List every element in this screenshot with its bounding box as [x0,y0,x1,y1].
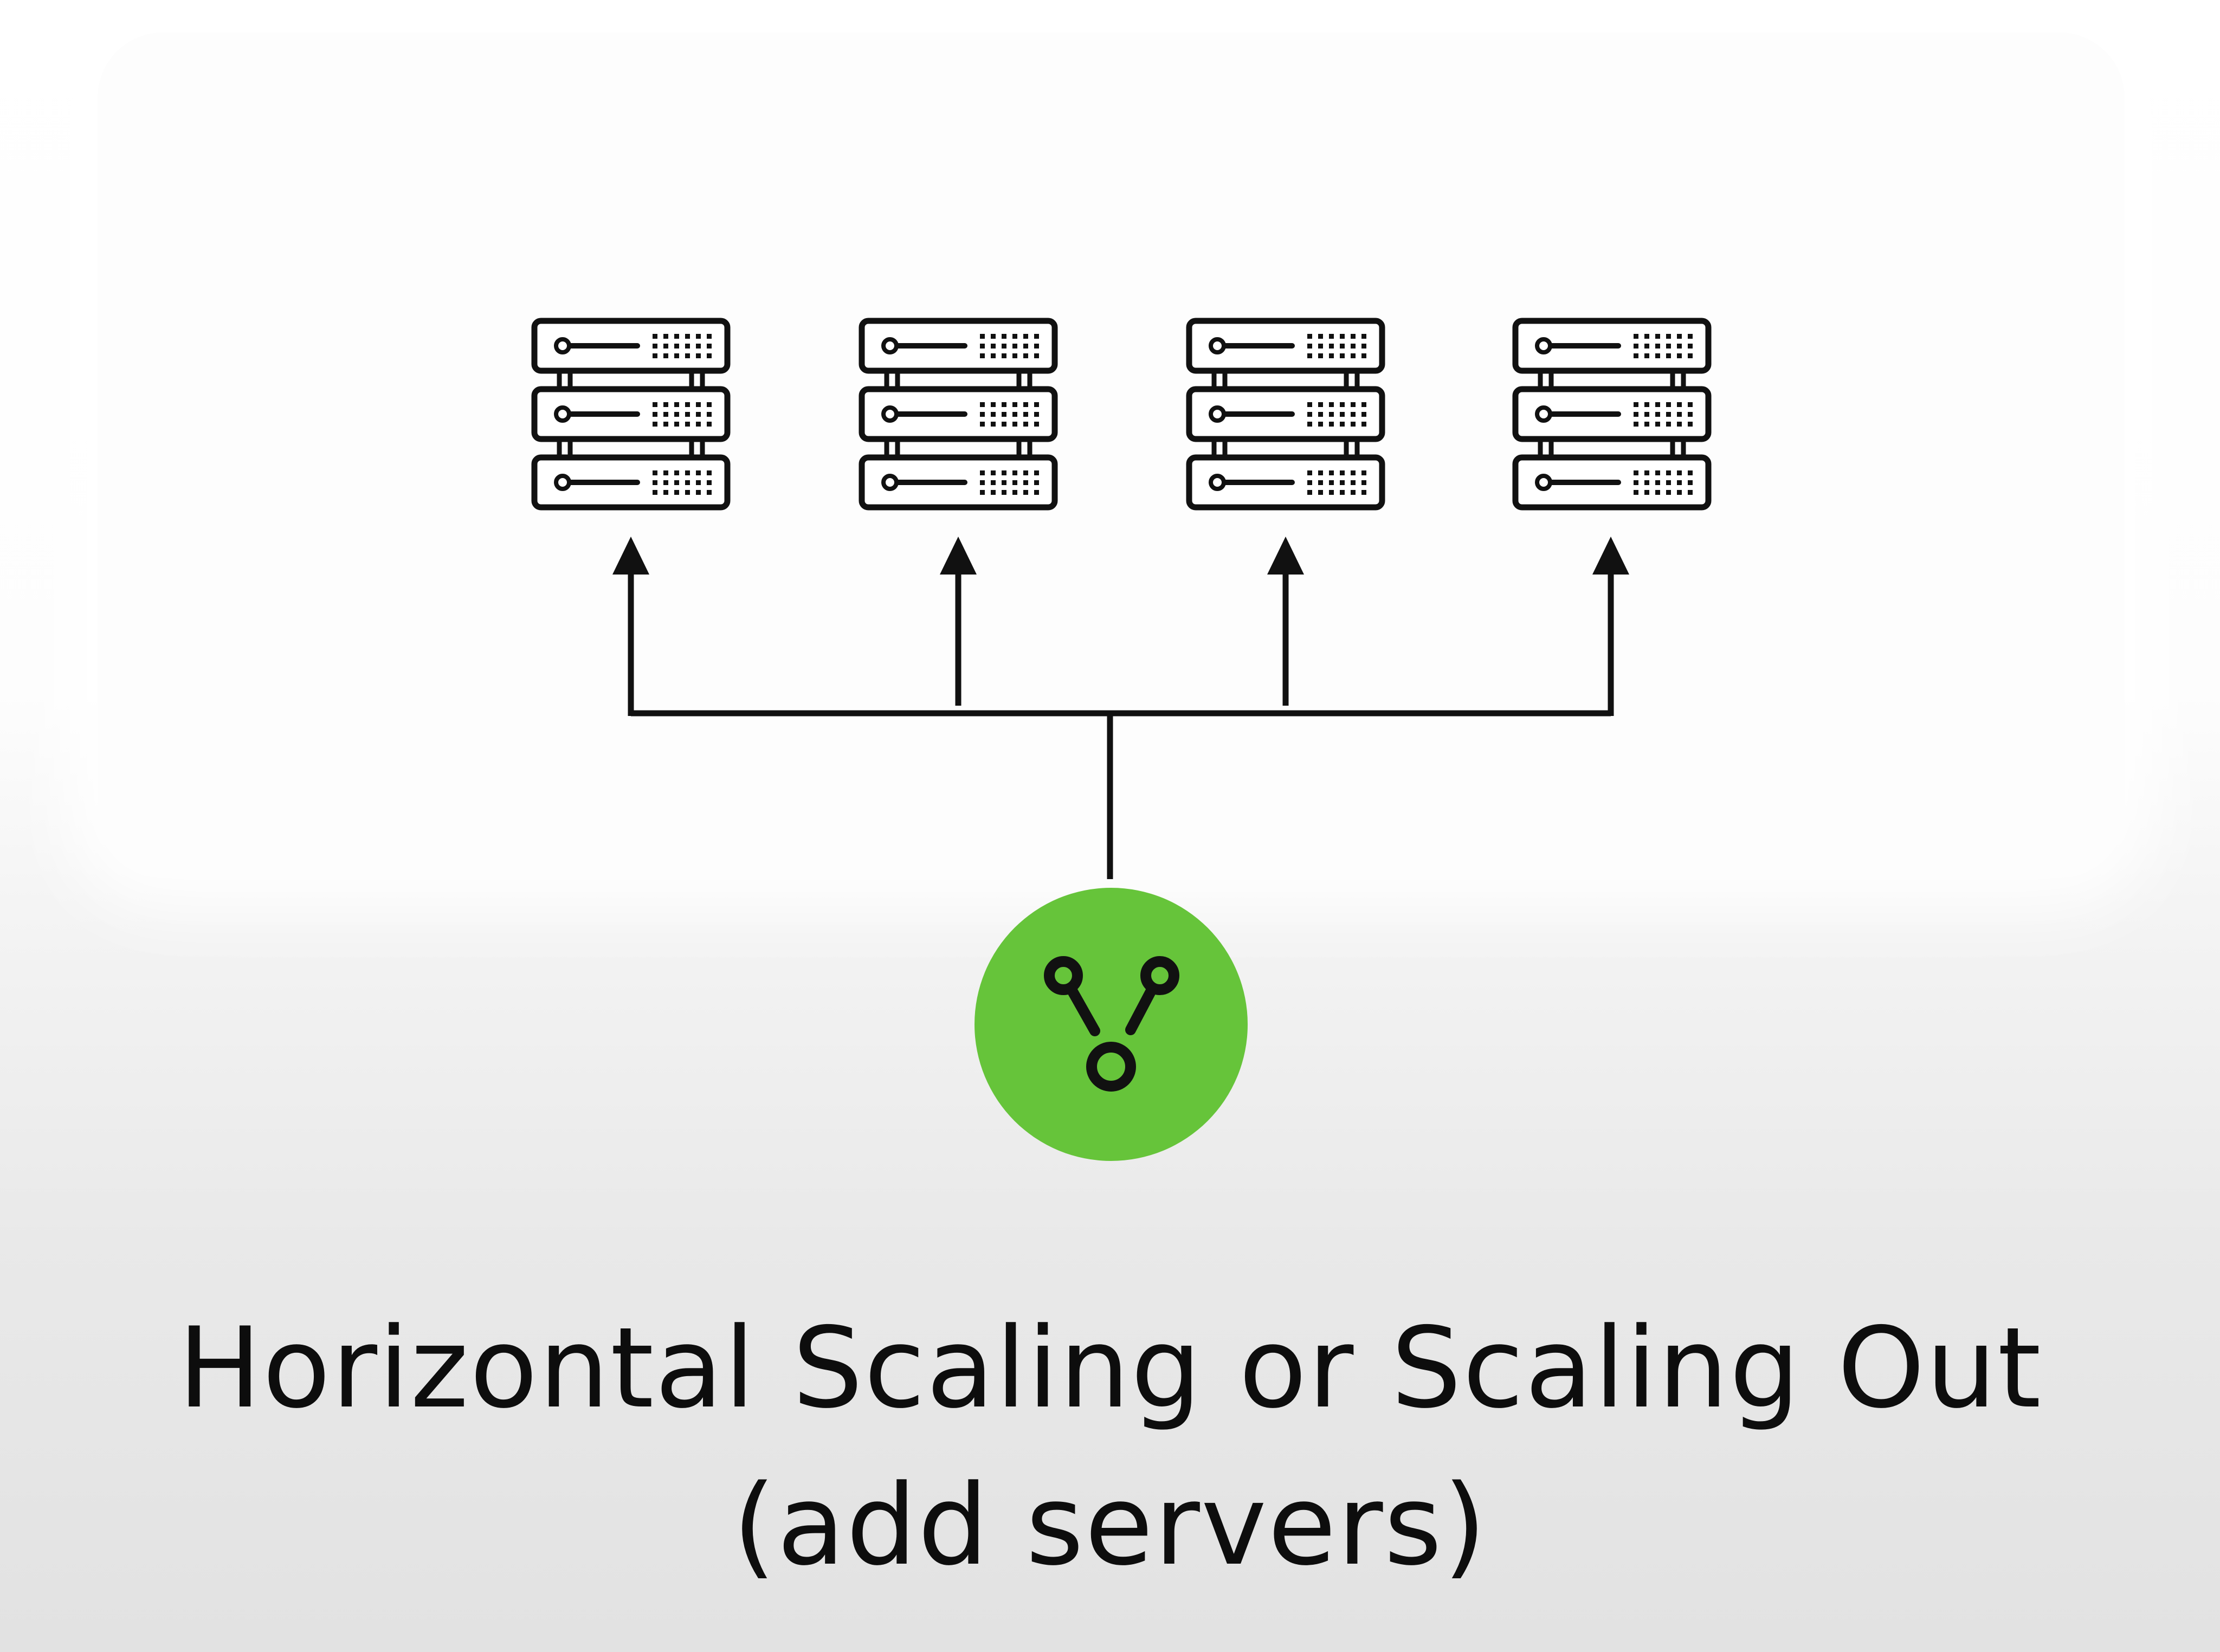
server-stack-4 [1515,321,1708,507]
arrow-up-icon [1592,537,1629,575]
server-rack-icon [1189,321,1382,507]
caption-line-2: (add servers) [732,1461,1488,1590]
load-balancer-circle [975,888,1248,1161]
caption-line-1: Horizontal Scaling or Scaling Out [178,1304,2042,1433]
server-rack-icon [862,321,1055,507]
server-rack-icon [1515,321,1708,507]
diagram-caption: Horizontal Scaling or Scaling Out (add s… [0,1290,2220,1604]
server-stack-3 [1189,321,1382,507]
load-balancer-node [975,888,1248,1161]
arrow-up-icon [1267,537,1304,575]
server-rack-icon [534,321,727,507]
connector-lines [628,569,1614,879]
load-balancer-fork-icon [1044,956,1179,1092]
server-stack-1 [534,321,727,507]
arrow-up-icon [940,537,977,575]
arrow-up-icon [612,537,649,575]
server-stack-2 [862,321,1055,507]
